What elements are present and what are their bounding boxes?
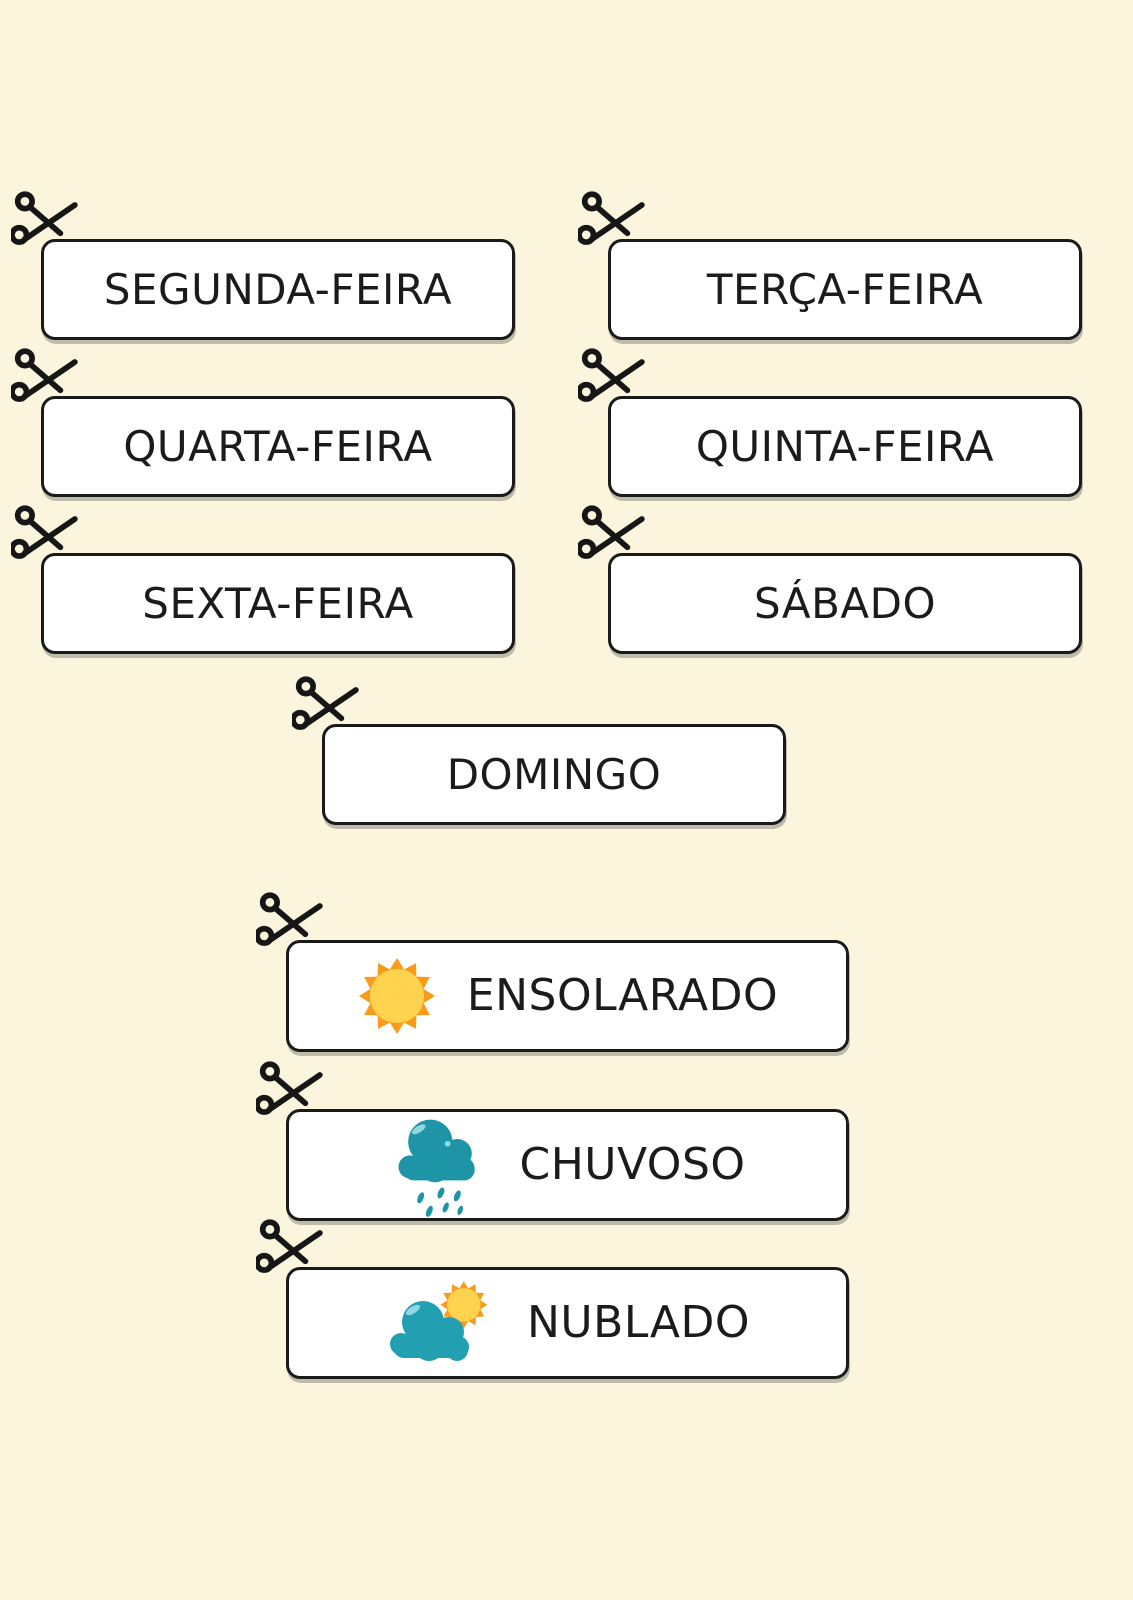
day-card-quinta-feira: QUINTA-FEIRA [608, 396, 1082, 497]
day-card-label: SEXTA-FEIRA [142, 578, 414, 628]
weather-card-label: CHUVOSO [519, 1139, 746, 1190]
day-card-label: SÁBADO [753, 578, 937, 628]
day-card-quarta-feira: QUARTA-FEIRA [41, 396, 515, 497]
day-card-terca-feira: TERÇA-FEIRA [608, 239, 1082, 340]
rain-cloud-icon [398, 1119, 476, 1218]
weather-card-ensolarado: ENSOLARADO [286, 940, 849, 1052]
weather-card-label: NUBLADO [527, 1297, 750, 1348]
day-card-sexta-feira: SEXTA-FEIRA [41, 553, 515, 654]
day-card-domingo: DOMINGO [322, 724, 786, 825]
sun-behind-cloud-icon [385, 1278, 497, 1368]
day-card-label: TERÇA-FEIRA [706, 264, 984, 314]
day-card-label: QUARTA-FEIRA [123, 421, 433, 471]
day-card-label: SEGUNDA-FEIRA [103, 264, 453, 314]
day-card-sabado: SÁBADO [608, 553, 1082, 654]
weather-card-chuvoso: CHUVOSO [286, 1109, 849, 1221]
day-card-label: DOMINGO [446, 749, 662, 799]
weather-card-label: ENSOLARADO [466, 970, 779, 1021]
day-card-label: QUINTA-FEIRA [695, 421, 995, 471]
sun-icon [358, 958, 435, 1034]
day-card-segunda-feira: SEGUNDA-FEIRA [41, 239, 515, 340]
weather-card-nublado: NUBLADO [286, 1267, 849, 1379]
